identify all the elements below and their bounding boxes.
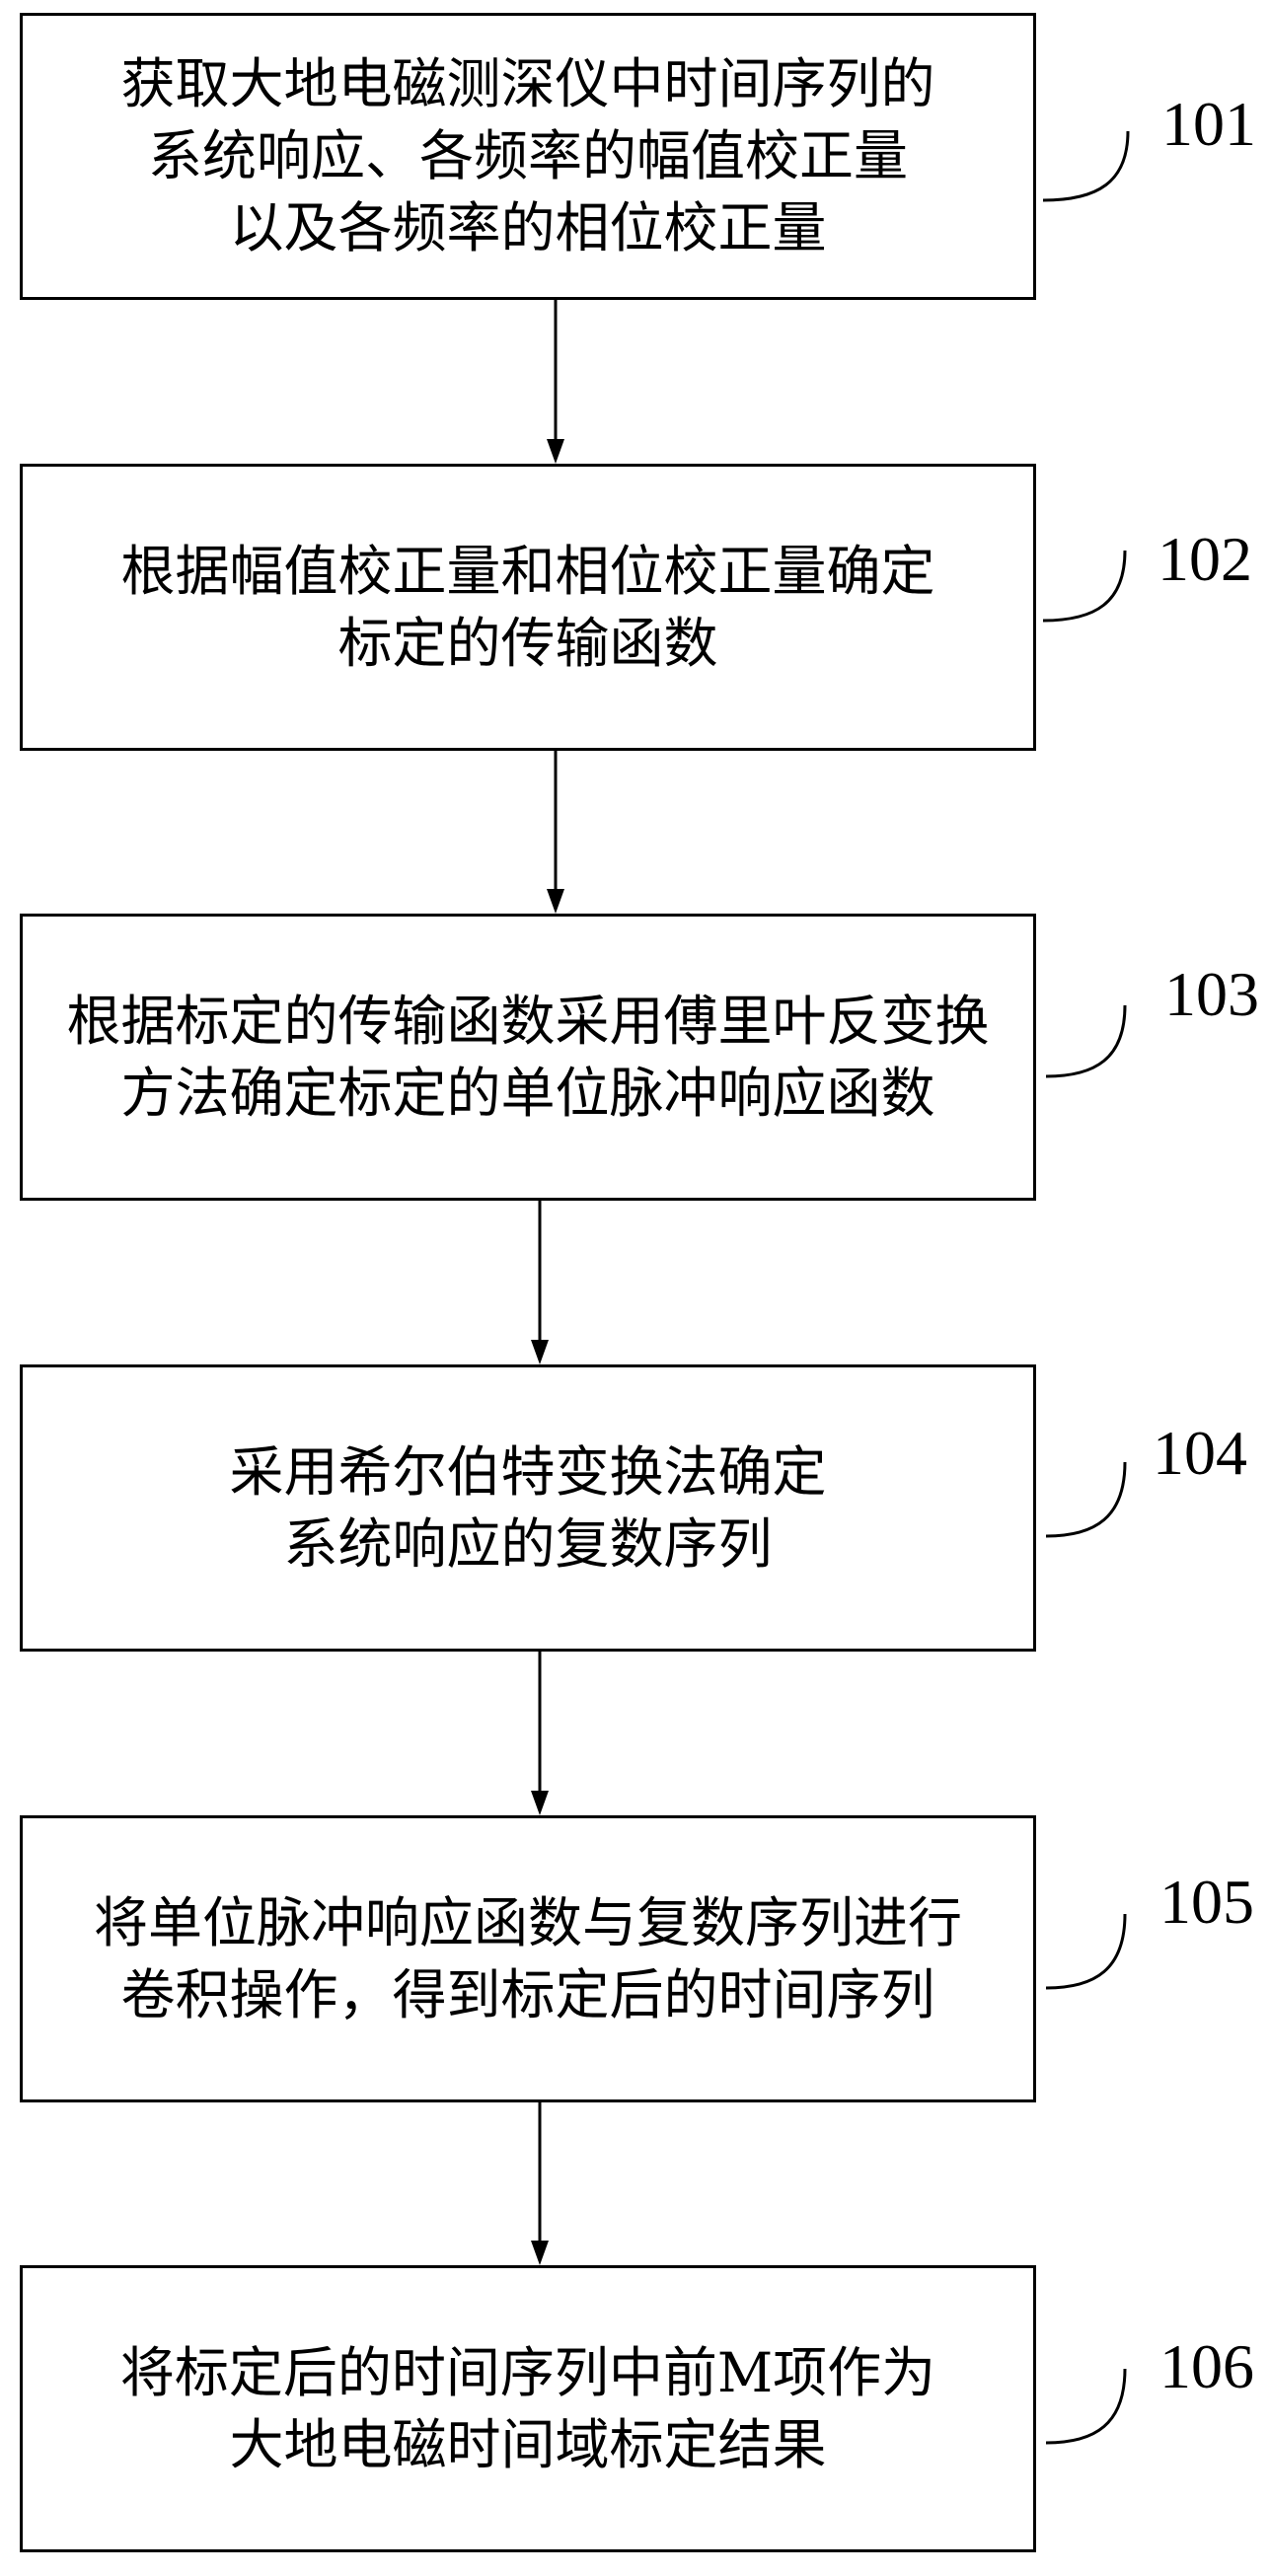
step-number-105: 105 [1159,1867,1254,1937]
step-box-103: 根据标定的传输函数采用傅里叶反变换 方法确定标定的单位脉冲响应函数 [20,914,1036,1201]
step-number-102: 102 [1157,524,1252,594]
arrow-head [531,1340,549,1364]
leader-line-102 [1042,550,1127,623]
step-text-line: 系统响应、各频率的幅值校正量 [147,124,908,187]
step-number-101: 101 [1161,89,1256,159]
step-text-line: 采用希尔伯特变换法确定 [229,1439,827,1504]
step-text-line: 系统响应的复数序列 [283,1511,773,1576]
step-text-line: 以及各频率的相位校正量 [229,196,827,259]
step-box-106: 将标定后的时间序列中前M项作为 大地电磁时间域标定结果 [20,2265,1036,2552]
step-text-line: 卷积操作，得到标定后的时间序列 [120,1962,935,2026]
leader-line-101 [1042,130,1130,202]
step-box-105: 将单位脉冲响应函数与复数序列进行 卷积操作，得到标定后的时间序列 [20,1815,1036,2102]
arrow-101-to-102 [547,300,564,464]
leader-line-104 [1045,1461,1127,1538]
arrow-head [531,2241,549,2265]
arrow-103-to-104 [531,1201,549,1364]
arrow-104-to-105 [531,1652,549,1815]
step-box-102: 根据幅值校正量和相位校正量确定 标定的传输函数 [20,464,1036,751]
step-number-104: 104 [1153,1418,1247,1488]
leader-line-105 [1045,1913,1127,1990]
step-text-line: 获取大地电磁测深仪中时间序列的 [120,52,935,115]
leader-line-106 [1045,2368,1127,2445]
step-number-106: 106 [1159,2331,1254,2401]
step-number-103: 103 [1164,959,1259,1029]
step-text-line: 大地电磁时间域标定结果 [229,2412,827,2476]
step-text-line: 将单位脉冲响应函数与复数序列进行 [93,1890,962,1954]
arrow-102-to-103 [547,751,564,914]
step-text-line: 根据幅值校正量和相位校正量确定 [120,539,935,603]
arrow-head [531,1791,549,1815]
step-box-101: 获取大地电磁测深仪中时间序列的 系统响应、各频率的幅值校正量 以及各频率的相位校… [20,13,1036,300]
arrow-head [547,439,564,464]
step-box-104: 采用希尔伯特变换法确定 系统响应的复数序列 [20,1364,1036,1652]
arrow-105-to-106 [531,2102,549,2265]
step-text-line: 方法确定标定的单位脉冲响应函数 [120,1061,935,1125]
arrow-head [547,889,564,914]
leader-line-103 [1045,1004,1127,1078]
step-text-line: 将标定后的时间序列中前M项作为 [119,2340,936,2404]
step-text-line: 根据标定的传输函数采用傅里叶反变换 [66,989,990,1053]
step-text-line: 标定的传输函数 [337,611,718,675]
